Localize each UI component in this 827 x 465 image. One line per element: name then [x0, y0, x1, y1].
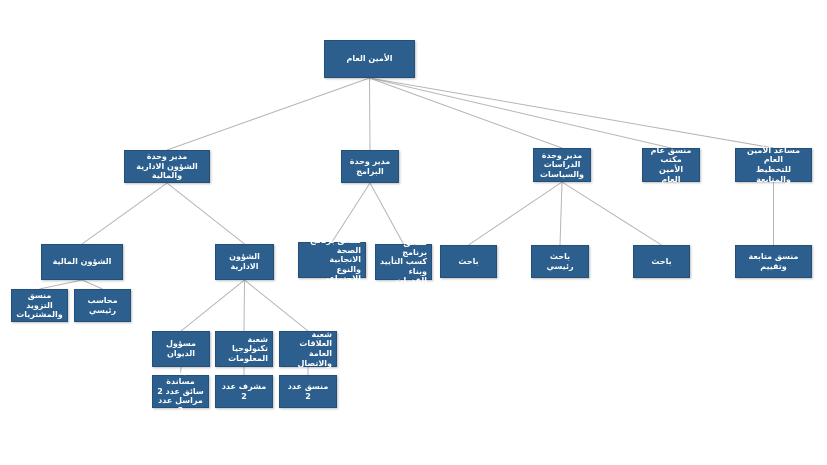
node-procurement-coordinator: منسق التزويد والمشتريات — [11, 289, 68, 322]
node-label: منسق برنامج الصحة الانجابية والنوع الاجت… — [309, 236, 361, 284]
node-programs-director: مدير وحدة البرامج — [341, 150, 399, 183]
connector-studies-director-to-chief-researcher — [559, 181, 563, 246]
node-label: باحث رئيسي — [546, 251, 574, 271]
node-label: شعبة العلاقات العامة والاتصال — [297, 329, 332, 368]
node-advocacy-program: منسق برنامج كسب التأييد وبناء القدرات — [375, 238, 432, 285]
node-label: مدير وحدة البرامج — [349, 156, 391, 176]
node-label: الشؤون الادارية — [229, 252, 260, 271]
node-label: مسؤول الديوان — [165, 339, 197, 358]
node-label: خدمات مساندة سائق عدد 2 مراسل عدد 2 — [157, 367, 204, 415]
node-monitoring-coordinator: منسق متابعة وتقييم — [735, 245, 812, 278]
node-secretary-general: الأمين العام — [324, 40, 415, 78]
node-admin-finance-director: مدير وحدة الشؤون الادارية والمالية — [124, 150, 210, 183]
node-label: باحث — [651, 256, 672, 266]
node-health-program: منسق برنامج الصحة الانجابية والنوع الاجت… — [298, 236, 366, 283]
node-pr-division: شعبة العلاقات العامة والاتصال — [279, 329, 337, 368]
connector-secretary-general-to-studies-director — [369, 77, 563, 149]
node-label: مدير وحدة الشؤون الادارية والمالية — [136, 152, 198, 181]
node-coordinators: منسق عدد 2 — [279, 375, 337, 408]
connector-diwan-officer-to-support-services — [180, 366, 182, 376]
node-office-coordinator: منسق عام مكتب الأمين العام — [642, 145, 700, 184]
connector-programs-director-to-advocacy-program — [369, 182, 404, 245]
node-label: شعبة تكنولوجيا المعلومات — [228, 334, 268, 363]
node-label: مشرف عدد 2 — [221, 381, 267, 401]
node-assistant-sg: مساعد الأمين العام للتخطيط والمتابعة — [735, 145, 812, 184]
node-chief-accountant: محاسب رئيسي — [74, 289, 131, 322]
node-label: باحث — [458, 256, 479, 266]
node-studies-director: مدير وحدة الدراسات والسياسات — [533, 148, 591, 182]
node-label: محاسب رئيسي — [87, 295, 118, 315]
node-label: الشؤون المالية — [52, 257, 112, 267]
node-label: منسق عدد 2 — [287, 381, 329, 401]
node-label: منسق متابعة وتقييم — [748, 251, 799, 271]
node-admin-affairs: الشؤون الادارية — [215, 244, 274, 280]
node-label: مدير وحدة الدراسات والسياسات — [539, 150, 585, 179]
node-financial-affairs: الشؤون المالية — [41, 244, 123, 280]
connector-studies-director-to-researcher-1 — [468, 181, 563, 246]
node-researcher-1: باحث — [440, 245, 497, 278]
node-supervisors: مشرف عدد 2 — [215, 375, 273, 408]
connector-secretary-general-to-programs-director — [369, 77, 371, 151]
connector-admin-affairs-to-pr-division — [244, 279, 309, 332]
node-it-division: شعبة تكنولوجيا المعلومات — [215, 331, 273, 367]
connector-admin-affairs-to-it-division — [243, 279, 245, 332]
connector-studies-director-to-researcher-2 — [561, 181, 662, 246]
connector-financial-affairs-to-procurement-coordinator — [39, 279, 83, 290]
connector-financial-affairs-to-chief-accountant — [81, 279, 103, 290]
node-diwan-officer: مسؤول الديوان — [152, 331, 210, 367]
node-support-services: خدمات مساندة سائق عدد 2 مراسل عدد 2 — [152, 368, 209, 415]
node-label: منسق التزويد والمشتريات — [16, 291, 63, 320]
connector-admin-finance-director-to-admin-affairs — [166, 182, 245, 245]
connector-secretary-general-to-assistant-sg — [369, 77, 774, 149]
connector-programs-director-to-health-program — [331, 182, 371, 243]
connector-secretary-general-to-admin-finance-director — [166, 77, 370, 151]
node-label: الأمين العام — [346, 54, 393, 64]
node-label: منسق برنامج كسب التأييد وبناء القدرات — [380, 238, 427, 286]
connector-secretary-general-to-office-coordinator — [369, 77, 672, 149]
connector-admin-affairs-to-diwan-officer — [180, 279, 245, 332]
node-researcher-2: باحث — [633, 245, 690, 278]
node-chief-researcher: باحث رئيسي — [531, 245, 589, 278]
node-label: منسق عام مكتب الأمين العام — [650, 145, 692, 184]
connector-admin-finance-director-to-financial-affairs — [81, 182, 168, 245]
node-label: مساعد الأمين العام للتخطيط والمتابعة — [746, 145, 801, 184]
